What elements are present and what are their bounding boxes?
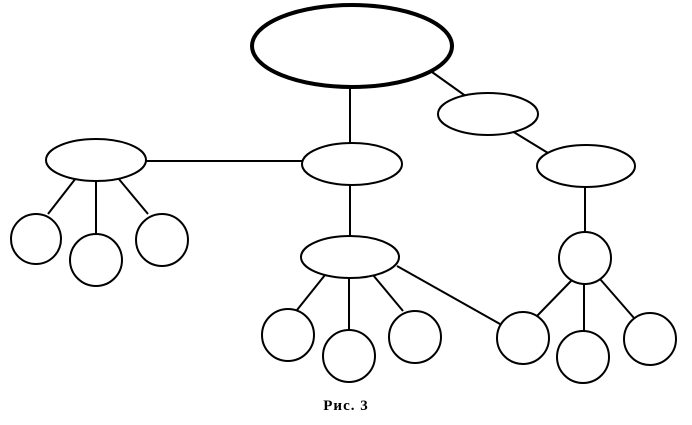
- edge-left-child-1: [47, 177, 77, 215]
- leaf-left-3: [135, 213, 189, 267]
- node-right-circle: [558, 231, 612, 285]
- node-left: [45, 138, 147, 182]
- node-right-top: [437, 92, 539, 136]
- leaf-right-1: [556, 330, 610, 384]
- connector-lines: [47, 71, 635, 332]
- node-mid-bottom: [300, 235, 400, 279]
- leaf-left-1: [10, 213, 62, 265]
- edge-rightcircle-child-3: [599, 278, 635, 319]
- node-right-mid: [536, 144, 636, 188]
- figure-caption: Рис. 3: [323, 398, 369, 414]
- leaf-mid-2: [322, 329, 376, 383]
- leaf-left-2: [69, 233, 123, 287]
- leaf-mid-4: [496, 311, 550, 365]
- leaf-mid-1: [261, 308, 315, 362]
- leaf-right-2: [623, 312, 677, 366]
- edge-root-right-top: [431, 71, 468, 98]
- nodes: [10, 3, 677, 384]
- edge-midbottom-child-3: [372, 274, 404, 312]
- leaf-mid-3: [388, 310, 442, 364]
- edge-righttop-rightmid: [511, 130, 549, 154]
- node-root: [250, 3, 454, 89]
- edge-left-child-3: [117, 177, 149, 215]
- edge-midbottom-child-4: [396, 265, 501, 325]
- edge-midbottom-child-1: [296, 274, 326, 311]
- edge-rightcircle-child-1: [536, 279, 573, 317]
- node-center: [301, 142, 403, 186]
